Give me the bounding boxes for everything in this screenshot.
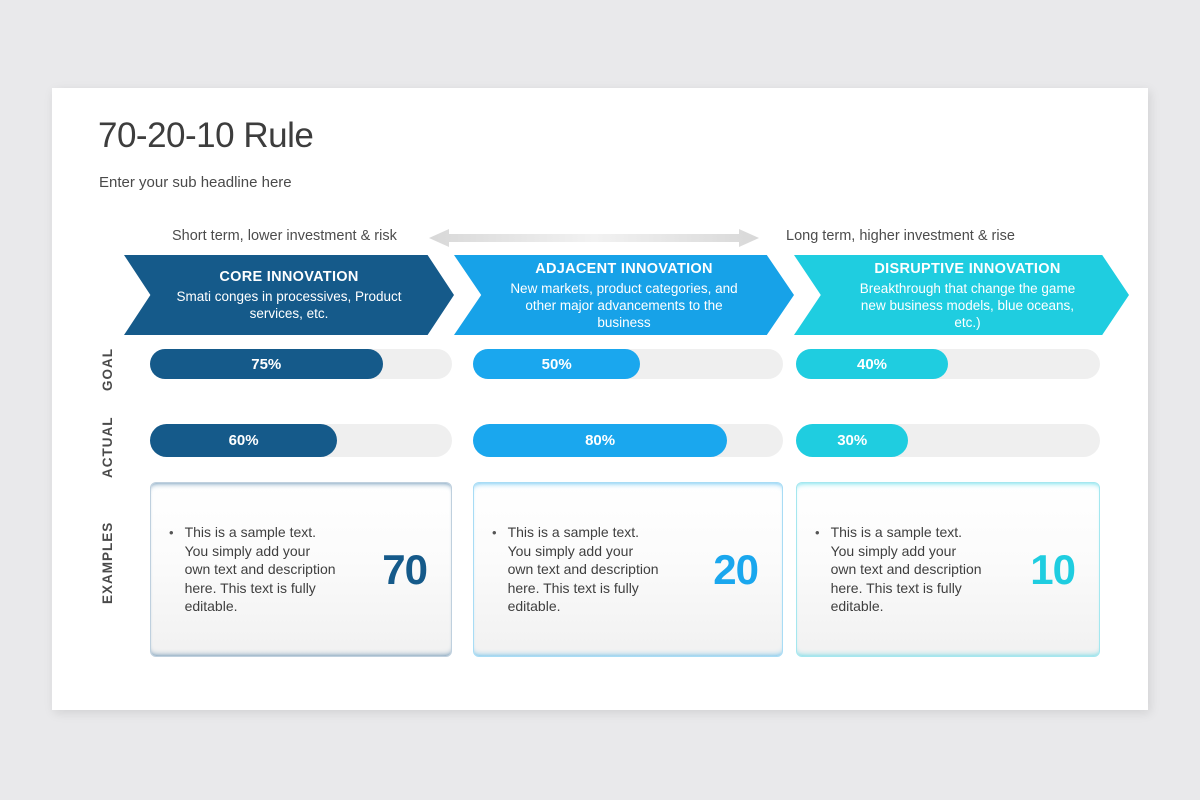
example-card-core[interactable]: • This is a sample text. You simply add … [150,482,452,657]
chevron-description: Breakthrough that change the game new bu… [859,280,1076,330]
goal-bar-fill-disruptive: 40% [796,349,948,379]
example-text: This is a sample text. You simply add yo… [507,524,659,615]
example-cards-row: • This is a sample text. You simply add … [52,482,1148,664]
example-number: 10 [1030,545,1076,593]
example-text: This is a sample text. You simply add yo… [184,524,336,615]
chevron-core-innovation[interactable]: CORE INNOVATION Smati conges in processi… [124,255,454,335]
page-title: 70-20-10 Rule [98,116,314,155]
chevron-disruptive-innovation[interactable]: DISRUPTIVE INNOVATION Breakthrough that … [794,255,1129,335]
bullet-icon: • [815,525,820,541]
double-headed-arrow-icon [429,228,759,248]
example-card-adjacent[interactable]: • This is a sample text. You simply add … [473,482,783,657]
bullet-icon: • [492,525,497,541]
chevron-adjacent-innovation[interactable]: ADJACENT INNOVATION New markets, product… [454,255,794,335]
chevron-title: CORE INNOVATION [219,269,359,285]
goal-bar-row: 75% 50% 40% [52,346,1148,382]
goal-bar-fill-adjacent: 50% [473,349,641,379]
actual-bar-track-adjacent[interactable]: 80% [473,424,783,457]
actual-bar-fill-adjacent: 80% [473,424,728,457]
actual-bar-track-disruptive[interactable]: 30% [796,424,1100,457]
example-number: 20 [713,545,759,593]
chevron-description: New markets, product categories, and oth… [510,280,738,330]
goal-bar-fill-core: 75% [150,349,383,379]
goal-bar-track-adjacent[interactable]: 50% [473,349,783,379]
example-card-disruptive[interactable]: • This is a sample text. You simply add … [796,482,1100,657]
goal-bar-track-core[interactable]: 75% [150,349,452,379]
chevron-description: Smati conges in processives, Product ser… [176,289,402,321]
actual-bar-fill-disruptive: 30% [796,424,909,457]
actual-bar-track-core[interactable]: 60% [150,424,452,457]
example-number: 70 [382,545,428,593]
slide-canvas: 70-20-10 Rule Enter your sub headline he… [52,88,1148,710]
actual-bar-fill-core: 60% [150,424,338,457]
chevron-title: ADJACENT INNOVATION [535,260,713,277]
goal-bar-track-disruptive[interactable]: 40% [796,349,1100,379]
chevron-title: DISRUPTIVE INNOVATION [874,260,1061,277]
scale-caption-left: Short term, lower investment & risk [172,228,397,244]
example-text: This is a sample text. You simply add yo… [830,524,982,615]
chevron-row: CORE INNOVATION Smati conges in processi… [52,255,1148,335]
scale-caption-right: Long term, higher investment & rise [786,228,1015,244]
page-subtitle: Enter your sub headline here [99,174,292,191]
scale-row: Short term, lower investment & risk Long… [52,225,1148,251]
bullet-icon: • [169,525,174,541]
actual-bar-row: 60% 80% 30% [52,422,1148,460]
